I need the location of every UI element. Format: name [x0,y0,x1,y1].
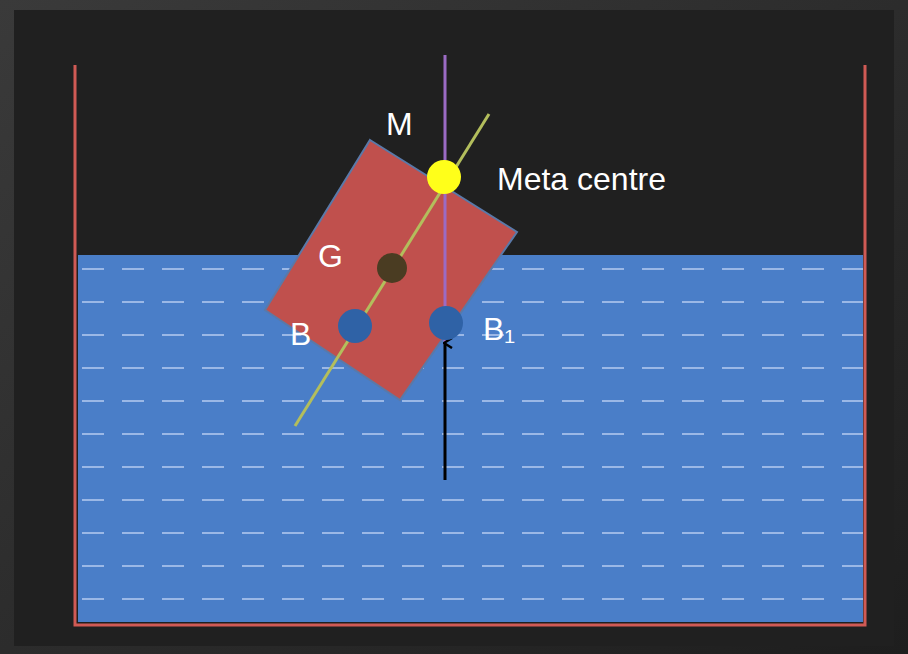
water-dashes [78,260,863,618]
point-b1 [429,306,463,340]
tank [75,65,865,625]
buoyancy-arrow [444,343,447,480]
point-b [338,309,372,343]
point-label: G [318,240,343,272]
water [78,255,863,622]
point-label: M [386,108,413,140]
point-g [377,253,407,283]
body-axis [295,114,489,426]
point-m [427,160,461,194]
point-label: B₁ [483,313,515,345]
floating-body [265,140,517,400]
background [14,10,894,646]
point-label: Meta centre [497,163,666,195]
point-label: B [290,318,311,350]
buoyancy-line [444,55,447,345]
